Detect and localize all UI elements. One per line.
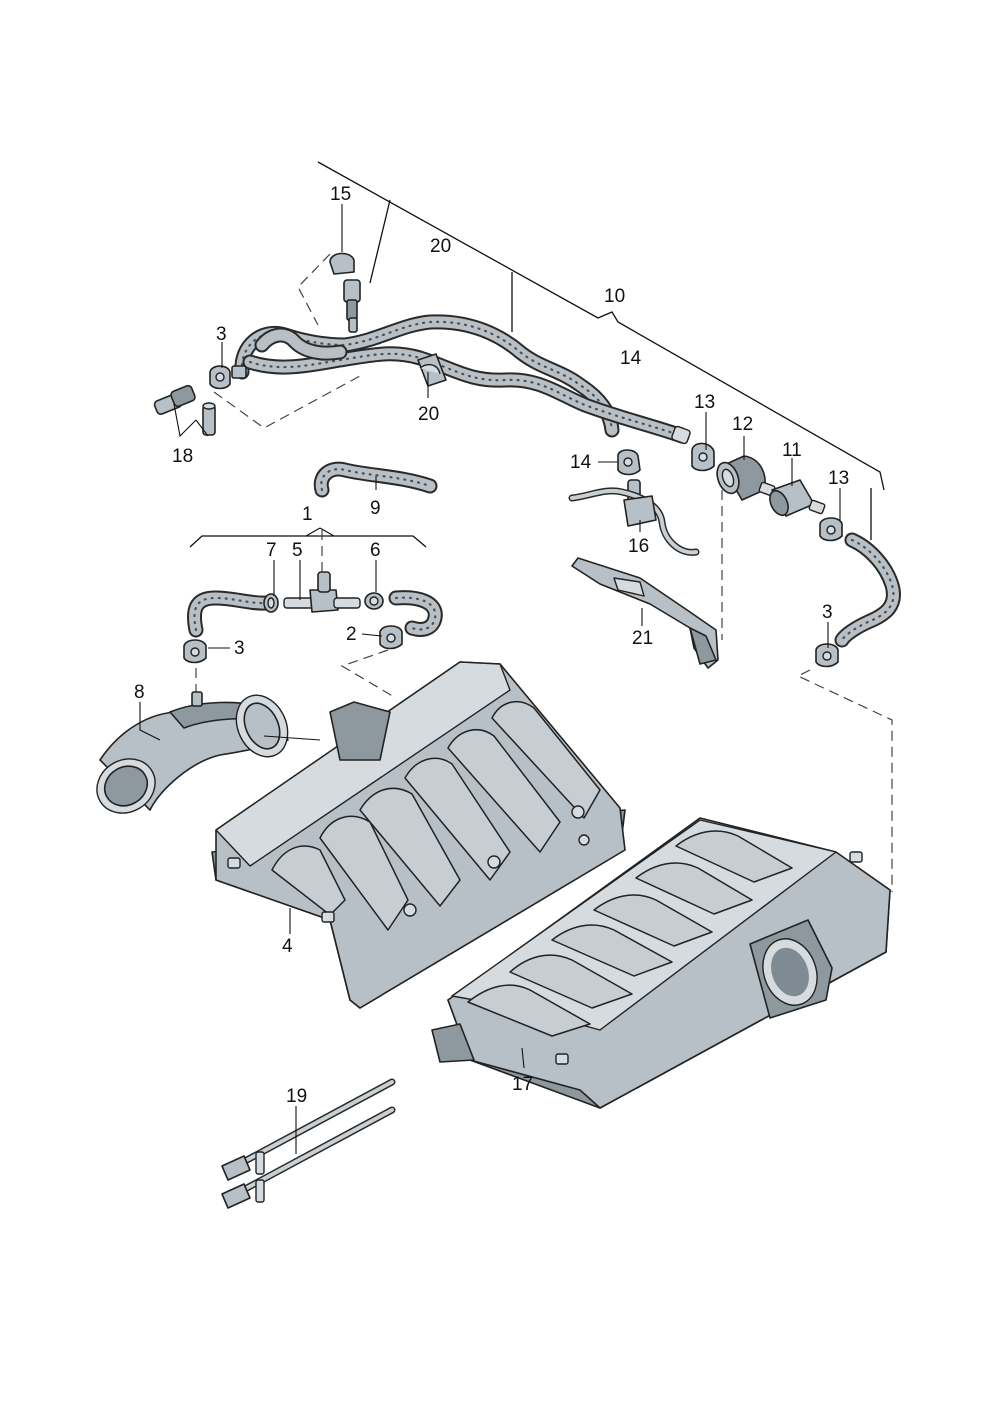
label-3-right: 3 bbox=[822, 602, 833, 623]
hose-clamp-13-right bbox=[819, 517, 843, 542]
label-13-left: 13 bbox=[694, 392, 715, 413]
hose-clamp-13-left bbox=[691, 442, 715, 472]
label-15: 15 bbox=[330, 184, 351, 205]
label-10: 10 bbox=[604, 286, 625, 307]
label-7: 7 bbox=[266, 540, 277, 561]
label-12: 12 bbox=[732, 414, 753, 435]
label-1: 1 bbox=[302, 504, 313, 525]
filter-11 bbox=[758, 479, 826, 517]
hose-clamp-3-right bbox=[815, 643, 839, 668]
dashed-connections-mid bbox=[195, 530, 397, 699]
intake-manifold-17 bbox=[431, 817, 891, 1109]
label-8: 8 bbox=[134, 682, 145, 703]
vent-pipes-18 bbox=[153, 384, 216, 436]
callout-labels: 15 20 10 14 3 20 18 13 12 11 13 14 16 21… bbox=[134, 184, 849, 1107]
bracket-21 bbox=[571, 557, 719, 669]
hose-clamp-2 bbox=[379, 625, 403, 650]
label-20-top: 20 bbox=[430, 236, 451, 257]
label-4: 4 bbox=[282, 936, 293, 957]
vent-hose-7-side bbox=[186, 590, 274, 638]
label-13-right: 13 bbox=[828, 468, 849, 489]
vent-hose-upper bbox=[234, 314, 691, 445]
label-21: 21 bbox=[632, 628, 653, 649]
label-3-mid: 3 bbox=[234, 638, 245, 659]
hose-clip-20 bbox=[417, 353, 447, 387]
leader-lines bbox=[139, 204, 841, 1154]
assembly-bracket-1 bbox=[189, 527, 427, 548]
vent-hose-9 bbox=[313, 461, 438, 498]
vent-valve-15 bbox=[329, 252, 361, 333]
label-18: 18 bbox=[172, 446, 193, 467]
hose-clamp-6 bbox=[364, 592, 384, 610]
hose-clamp-3-top bbox=[209, 365, 247, 390]
label-14-clamp: 14 bbox=[570, 452, 592, 473]
label-20-clip: 20 bbox=[418, 404, 439, 425]
hose-clamp-7 bbox=[263, 593, 279, 613]
label-17: 17 bbox=[512, 1074, 533, 1095]
dashed-connections-top bbox=[213, 253, 361, 429]
intake-manifold-4 bbox=[211, 661, 626, 1009]
label-19: 19 bbox=[286, 1086, 307, 1107]
vent-valve-16 bbox=[568, 479, 700, 556]
assembly-bracket-20-10 bbox=[317, 161, 885, 540]
vent-hose-6-side bbox=[388, 590, 443, 637]
label-5: 5 bbox=[292, 540, 303, 561]
label-9: 9 bbox=[370, 498, 381, 519]
label-3-top: 3 bbox=[216, 324, 227, 345]
label-6: 6 bbox=[370, 540, 381, 561]
t-piece-5 bbox=[283, 571, 361, 613]
cable-ties-19 bbox=[221, 1078, 396, 1209]
vent-hose-right bbox=[834, 532, 901, 648]
hose-clamp-3-mid bbox=[183, 639, 207, 664]
label-11: 11 bbox=[782, 440, 802, 461]
label-14-top: 14 bbox=[620, 348, 642, 369]
label-2: 2 bbox=[346, 624, 357, 645]
hose-clamp-14 bbox=[617, 449, 641, 476]
label-16: 16 bbox=[628, 536, 649, 557]
dashed-connections-right bbox=[721, 490, 893, 892]
holder-12 bbox=[716, 455, 766, 501]
